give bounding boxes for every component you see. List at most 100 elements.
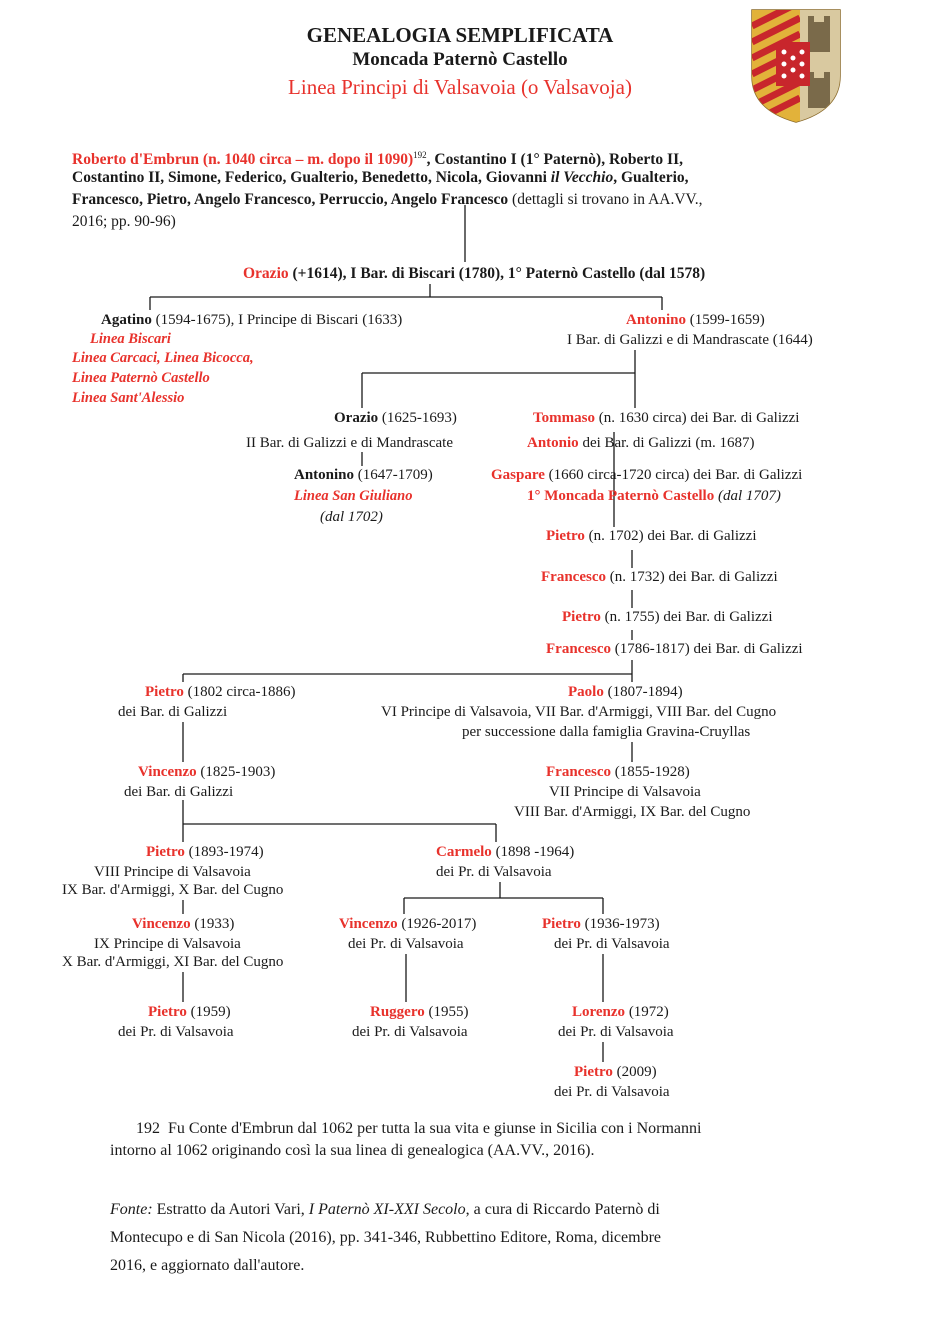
lineage-sant-alessio: Linea Sant'Alessio: [72, 390, 185, 406]
page-subtitle: Moncada Paternò Castello: [352, 49, 568, 70]
lineage-since: (dal 1702): [320, 509, 383, 525]
person-gaspare: Gaspare (1660 circa-1720 circa) dei Bar.…: [491, 466, 802, 485]
source-citation: Fonte: Estratto da Autori Vari, I Patern…: [110, 1196, 810, 1280]
person-detail: (1802 circa-1886): [183, 684, 296, 700]
person-title: VII Principe di Valsavoia: [549, 784, 701, 800]
person-name: Gaspare: [491, 467, 545, 483]
person-pietro-1755: Pietro (n. 1755) dei Bar. di Galizzi: [562, 608, 773, 627]
footnote: 192 Fu Conte d'Embrun dal 1062 per tutta…: [110, 1118, 810, 1162]
person-name: Francesco: [541, 569, 606, 585]
person-title: dei Pr. di Valsavoia: [348, 936, 464, 952]
person-name: Pietro: [574, 1064, 613, 1080]
lineage-paterno-castello: Linea Paternò Castello: [72, 370, 210, 386]
person-name: Pietro: [146, 844, 185, 860]
person-francesco-1732: Francesco (n. 1732) dei Bar. di Galizzi: [541, 568, 778, 587]
person-antonino-1647: Antonino (1647-1709): [294, 466, 433, 485]
root-ancestor-name: Roberto d'Embrun (n. 1040 circa – m. dop…: [72, 151, 414, 169]
footnote-number: 192: [136, 1120, 160, 1137]
person-name: Antonino: [294, 467, 355, 483]
footnote-ref: 192: [413, 150, 427, 160]
title-since: (dal 1707): [714, 488, 781, 504]
person-antonio: Antonio dei Bar. di Galizzi (m. 1687): [527, 434, 754, 453]
source-title: I Paternò XI-XXI Secolo: [308, 1201, 466, 1218]
person-detail: (n. 1732) dei Bar. di Galizzi: [605, 569, 778, 585]
lineage-biscari: Linea Biscari: [90, 331, 171, 347]
person-detail: (1594-1675), I Principe di Biscari (1633…: [151, 312, 403, 328]
person-pietro-1959: Pietro (1959): [148, 1003, 231, 1022]
person-title: 1° Moncada Paternò Castello (dal 1707): [527, 487, 781, 506]
person-name: Pietro: [546, 528, 585, 544]
person-name: Francesco: [546, 641, 611, 657]
person-vincenzo-1933: Vincenzo (1933): [132, 915, 234, 934]
person-detail: (1893-1974): [184, 844, 264, 860]
root-line-2-italic: il Vecchio: [550, 169, 614, 186]
root-line-1: Roberto d'Embrun (n. 1040 circa – m. dop…: [72, 146, 683, 169]
person-title: IX Principe di Valsavoia: [94, 936, 241, 952]
person-name: Tommaso: [533, 410, 595, 426]
person-detail: (2009): [612, 1064, 657, 1080]
source-line-2: Montecupo e di San Nicola (2016), pp. 34…: [110, 1229, 661, 1246]
person-vincenzo-1825: Vincenzo (1825-1903): [138, 763, 275, 782]
person-title: dei Bar. di Galizzi: [124, 784, 234, 800]
person-name: Paolo: [568, 684, 604, 700]
person-name: Pietro: [562, 609, 601, 625]
person-paolo: Paolo (1807-1894): [568, 683, 683, 702]
person-name: Lorenzo: [572, 1004, 626, 1020]
person-detail: (1825-1903): [196, 764, 276, 780]
person-detail: (n. 1630 circa) dei Bar. di Galizzi: [594, 410, 800, 426]
person-detail: (n. 1702) dei Bar. di Galizzi: [584, 528, 757, 544]
person-title: dei Pr. di Valsavoia: [554, 1084, 670, 1100]
lineage-san-giuliano: Linea San Giuliano: [294, 488, 413, 504]
person-orazio-1625: Orazio (1625-1693): [334, 409, 457, 428]
person-name: Vincenzo: [339, 916, 398, 932]
title-red: 1° Moncada Paternò Castello: [527, 488, 715, 504]
person-title: dei Bar. di Galizzi: [118, 704, 228, 720]
person-carmelo: Carmelo (1898 -1964): [436, 843, 574, 862]
person-detail: (1898 -1964): [491, 844, 575, 860]
person-detail: (1933): [190, 916, 235, 932]
person-lorenzo: Lorenzo (1972): [572, 1003, 669, 1022]
root-line-2: Costantino II, Simone, Federico, Gualter…: [72, 168, 689, 187]
person-title: VIII Bar. d'Armiggi, IX Bar. del Cugno: [514, 804, 751, 820]
person-pietro-2009: Pietro (2009): [574, 1063, 657, 1082]
person-name: Pietro: [148, 1004, 187, 1020]
person-detail: (1625-1693): [378, 410, 457, 426]
person-name: Agatino: [101, 312, 152, 328]
root-line-1-rest: , Costantino I (1° Paternò), Roberto II,: [426, 151, 683, 169]
person-detail: (1647-1709): [354, 467, 433, 483]
person-agatino: Agatino (1594-1675), I Principe di Bisca…: [101, 311, 402, 330]
person-detail: (n. 1755) dei Bar. di Galizzi: [600, 609, 773, 625]
person-title: I Bar. di Galizzi e di Mandrascate (1644…: [567, 332, 813, 348]
root-line-3-bold: Francesco, Pietro, Angelo Francesco, Per…: [72, 191, 509, 208]
coat-of-arms-icon: [748, 6, 844, 124]
root-line-3-rest: (dettagli si trovano in AA.VV.,: [508, 191, 703, 208]
person-title: X Bar. d'Armiggi, XI Bar. del Cugno: [62, 954, 284, 970]
person-detail: (1807-1894): [603, 684, 683, 700]
person-name: Orazio: [334, 410, 379, 426]
person-pietro-1802: Pietro (1802 circa-1886): [145, 683, 296, 702]
person-name: Vincenzo: [132, 916, 191, 932]
person-title: II Bar. di Galizzi e di Mandrascate: [246, 435, 453, 451]
person-name: Ruggero: [370, 1004, 425, 1020]
person-detail: (1786-1817) dei Bar. di Galizzi: [610, 641, 803, 657]
person-title: dei Pr. di Valsavoia: [118, 1024, 234, 1040]
person-detail: (1660 circa-1720 circa) dei Bar. di Gali…: [544, 467, 803, 483]
person-title: dei Pr. di Valsavoia: [558, 1024, 674, 1040]
person-title: per successione dalla famiglia Gravina-C…: [462, 724, 751, 740]
person-ruggero: Ruggero (1955): [370, 1003, 468, 1022]
person-detail: (+1614), I Bar. di Biscari (1780), 1° Pa…: [288, 265, 706, 282]
person-name: Pietro: [542, 916, 581, 932]
person-title: VIII Principe di Valsavoia: [94, 864, 251, 880]
person-detail: (1972): [625, 1004, 669, 1020]
source-text-a: Estratto da Autori Vari,: [152, 1201, 309, 1218]
root-line-2b: , Gualterio,: [613, 169, 689, 186]
person-title: dei Pr. di Valsavoia: [436, 864, 552, 880]
person-pietro-1893: Pietro (1893-1974): [146, 843, 264, 862]
lineage-carcaci-bicocca: Linea Carcaci, Linea Bicocca,: [72, 350, 254, 366]
source-line-3: 2016, e aggiornato dall'autore.: [110, 1257, 305, 1274]
person-tommaso: Tommaso (n. 1630 circa) dei Bar. di Gali…: [533, 409, 799, 428]
person-francesco-1855: Francesco (1855-1928): [546, 763, 690, 782]
person-vincenzo-1926: Vincenzo (1926-2017): [339, 915, 476, 934]
person-detail: (1855-1928): [610, 764, 690, 780]
